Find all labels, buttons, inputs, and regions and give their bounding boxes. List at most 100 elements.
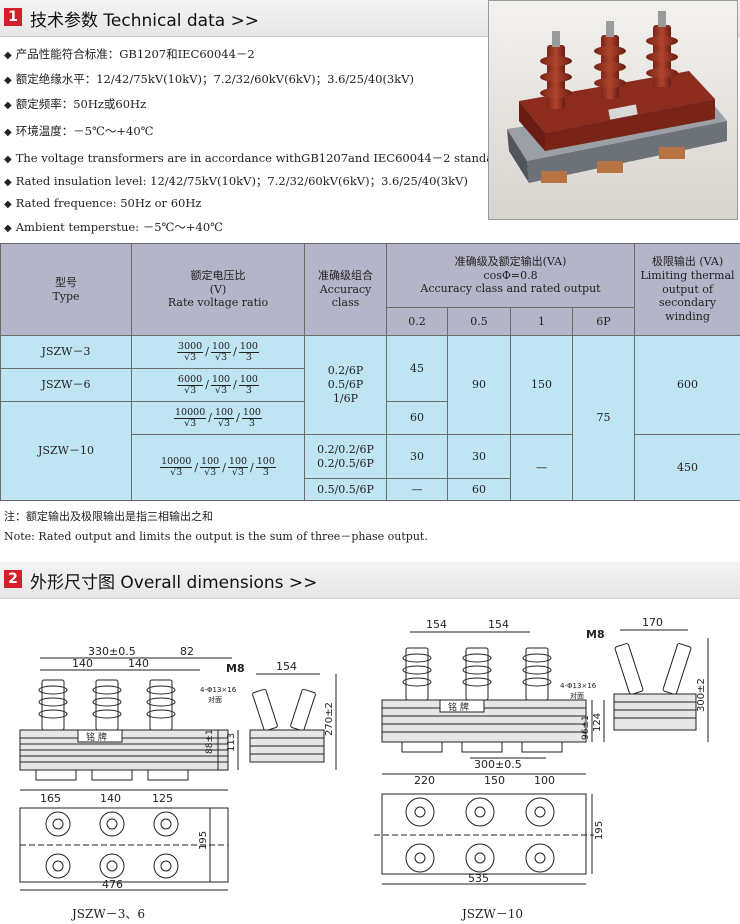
ratio-den: √3 [170,467,183,478]
header-ratio-cn: 额定电压比 [190,268,246,282]
hole-label-2: 对面 [208,695,222,704]
accuracy-value: 0.2/0.5/6P [317,456,374,470]
spec-item: 环境温度：－5℃～+40℃ [4,123,154,139]
hole-label: 4-Φ13×16 [200,686,237,694]
cell-output: 90 [447,335,511,435]
ratio-num: 100 [241,406,262,419]
cell-output: — [510,434,573,501]
dim-300-height: 300±2 [696,678,707,712]
dim-154: 154 [426,618,447,631]
ratio-num: 100 [238,340,259,353]
spec-item: 额定频率：50Hz或60Hz [4,96,146,112]
header-ratio-en: Rate voltage ratio [167,296,269,310]
cell-accuracy: 0.2/6P 0.5/6P 1/6P [304,335,387,435]
nameplate-label: 铭 牌 [86,731,107,743]
note-cn: 注：额定输出及极限输出是指三相输出之和 [4,510,213,523]
dim-195: 195 [198,831,209,850]
plan-bushings [45,811,179,879]
spec-item: Rated frequence: 50Hz or 60Hz [4,196,202,210]
header-limit-cn: 极限输出 (VA) [651,255,724,269]
header-limit-en: output of [662,282,713,296]
dim-154: 154 [488,618,509,631]
technical-data-table: 型号 Type 额定电压比 (V) Rate voltage ratio 准确级… [0,243,740,501]
header-output: 准确级及额定输出(VA) cosΦ=0.8 Accuracy class and… [385,243,636,308]
ratio-num: 10000 [174,406,207,419]
header-ratio: 额定电压比 (V) Rate voltage ratio [131,243,305,336]
spec-item: Ambient temperstue: －5℃～+40℃ [4,219,223,235]
ratio-den: 3 [245,351,252,363]
ratio-den: 3 [262,467,269,478]
ratio-den: √3 [231,467,245,478]
hole-label-2: 对面 [570,691,584,700]
dim-476: 476 [102,878,123,891]
dim-300: 300±0.5 [474,758,522,771]
dim-125: 125 [152,792,173,805]
ratio-den: √3 [214,351,228,363]
dim-170: 170 [642,616,663,629]
dim-535: 535 [468,872,489,885]
accuracy-value: 0.2/0.2/6P [317,442,374,456]
dim-140: 140 [72,657,93,670]
hole-label: 4-Φ13×16 [560,682,597,690]
header-accuracy: 准确级组合 Accuracy class [304,243,387,336]
subheader-class: 6P [571,307,636,336]
ratio-num: 100 [227,456,249,468]
dim-195: 195 [594,821,605,840]
dimension-drawing-jszw-3-6: 330±0.5 140 140 82 铭 牌 4-Φ13×16 对面 88±1 … [19,645,337,891]
section-number: 2 [4,570,22,588]
accuracy-value: 0.5/6P [327,378,364,392]
dim-165: 165 [40,792,61,805]
dimension-drawing-jszw-10: 154 154 铭 牌 4-Φ13×16 对面 96±1 124 300±0.5… [374,616,709,885]
dim-140: 140 [100,792,121,805]
header-type-cn: 型号 [55,275,77,289]
caption-jszw-10: JSZW－10 [462,907,523,921]
dim-96: 96±1 [581,715,591,740]
dim-270: 270±2 [324,702,335,736]
header-limit-en: Limiting thermal [640,268,735,282]
cell-limit: 450 [634,434,740,501]
cell-limit: 600 [634,335,740,435]
ratio-den: √3 [184,351,197,363]
cell-output: 60 [447,478,511,501]
subheader-class: 1 [510,307,573,336]
bushing-group [402,647,552,701]
dim-150: 150 [484,774,505,787]
ratio-num: 100 [210,373,232,386]
header-type: 型号 Type [0,243,132,336]
ratio-num: 100 [213,406,235,419]
ratio-num: 100 [210,340,232,353]
cell-accuracy: 0.2/0.2/6P 0.2/0.5/6P [304,434,387,479]
ratio-den: √3 [184,417,197,429]
ratio-num: 10000 [160,456,193,468]
spec-item: 额定绝缘水平：12/42/75kV(10kV)；7.2/32/60kV(6kV)… [4,71,414,87]
note-en: Note: Rated output and limits the output… [4,530,428,543]
ratio-den: 3 [245,384,252,396]
section-title: 外形尺寸图 Overall dimensions >> [30,573,318,593]
header-limit-en: secondary [658,296,717,310]
section-header-overall-dimensions: 2 外形尺寸图 Overall dimensions >> [0,562,740,599]
header-ratio-unit: (V) [209,282,227,296]
header-accuracy-cn: 准确级组合 [318,268,373,282]
subheader-class: 0.5 [447,307,511,336]
dim-220: 220 [414,774,435,787]
header-output-cos: cosΦ=0.8 [483,268,538,282]
m8-label: M8 [226,662,245,675]
ratio-den: √3 [217,417,231,429]
dim-88: 88±1 [205,729,215,754]
header-output-en: Accuracy class and rated output [420,282,601,296]
ratio-num: 3000 [177,340,204,353]
cell-output: 45 [386,335,448,402]
ratio-den: 3 [248,417,255,429]
cell-output: 150 [510,335,573,435]
cell-output: 75 [571,335,636,501]
nameplate-label: 铭 牌 [448,701,469,713]
subheader-class: 0.2 [386,307,448,336]
section-title: 技术参数 Technical data >> [30,11,260,31]
dim-140: 140 [128,657,149,670]
cell-output: 30 [447,434,511,479]
header-limit: 极限输出 (VA) Limiting thermal output of sec… [634,243,740,336]
cell-type: JSZW－6 [0,368,132,402]
